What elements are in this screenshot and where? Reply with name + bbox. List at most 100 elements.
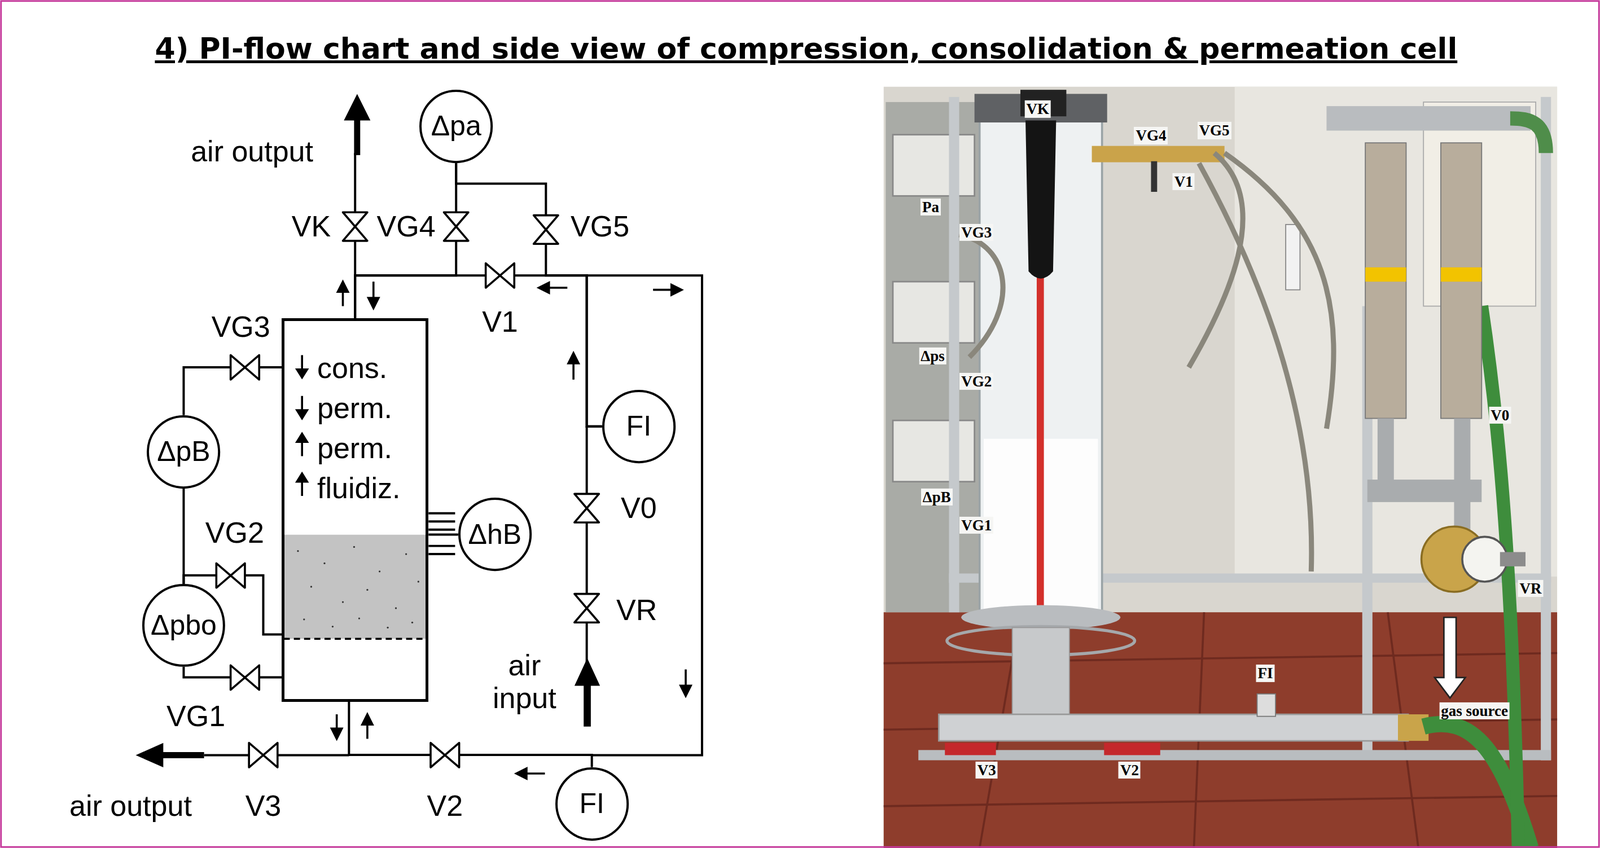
flow-label: air input	[484, 649, 564, 715]
circle-outline	[420, 90, 492, 162]
valve-symbol	[430, 743, 445, 768]
circle-outline	[147, 416, 219, 488]
pipe-connector	[182, 488, 185, 585]
photo-illustration	[883, 612, 1558, 848]
photo-illustration	[1092, 146, 1225, 163]
valve-symbol	[574, 608, 599, 623]
valve-symbol	[230, 563, 245, 588]
flow-direction-arrow	[296, 434, 308, 442]
instrument-circle: ΔhB	[458, 497, 532, 572]
photo-illustration	[1326, 106, 1531, 131]
pipe-lines	[428, 520, 455, 523]
flow-direction-arrow	[296, 473, 308, 482]
flow-direction-arrow	[296, 369, 308, 378]
pipe-lines	[428, 553, 455, 556]
instrument-tag: FI	[626, 410, 652, 444]
instrument-circle: Δpa	[419, 89, 493, 164]
instrument-tag: ΔhB	[468, 518, 523, 552]
photo-illustration	[948, 97, 959, 613]
valve-symbol	[500, 263, 515, 288]
pipe-connector	[428, 533, 458, 536]
pipe-lines	[204, 152, 703, 756]
photo-callout: VG2	[959, 373, 994, 390]
valve-symbol	[574, 508, 599, 523]
valve-symbol	[230, 354, 245, 380]
cell-bed	[283, 637, 427, 640]
instrument-circle: FI	[602, 389, 676, 464]
cell-bed	[296, 546, 420, 629]
photo-illustration	[1365, 142, 1406, 419]
valve-symbol	[485, 263, 501, 288]
pipe-lines	[585, 426, 589, 664]
cell-box: cons.perm.perm.fluidiz.	[281, 318, 429, 703]
photo-callout: Pa	[920, 198, 941, 216]
valve-symbol	[216, 563, 231, 588]
circle-outline	[603, 391, 675, 463]
photo-callout: VG3	[959, 224, 994, 241]
photo-illustration	[883, 612, 1558, 848]
cell-bed	[411, 621, 414, 624]
cell-bed	[417, 580, 420, 583]
valve-symbol	[248, 743, 263, 768]
valve-symbol	[244, 354, 260, 380]
photo-callout: Δps	[918, 347, 946, 365]
photo-callout: VK	[1024, 100, 1052, 118]
flow-arrow	[343, 93, 371, 121]
cell-bed	[331, 625, 334, 628]
flow-direction-arrow	[568, 353, 579, 364]
photo-callout: VG1	[959, 516, 994, 534]
pipe-lines	[428, 528, 455, 532]
cell-bed	[358, 617, 361, 620]
photo-illustration	[1510, 118, 1546, 153]
valve-symbol	[343, 212, 368, 227]
cell-bed	[296, 550, 299, 552]
photo-callout: V3	[975, 761, 998, 779]
valve-label: V2	[425, 789, 464, 823]
photo-illustration	[885, 102, 983, 613]
photo-illustration	[1440, 142, 1482, 419]
mode-label: perm.	[317, 428, 393, 469]
flow-arrow	[135, 93, 600, 768]
photo-callout: VR	[1518, 580, 1544, 598]
photo-illustration	[1500, 551, 1526, 567]
flow-direction-arrow	[516, 768, 527, 779]
cell-bed	[386, 627, 389, 629]
valve-symbol	[262, 743, 278, 768]
cell-bed	[310, 585, 313, 588]
valve-symbol	[443, 226, 468, 241]
photo-illustration	[892, 420, 975, 482]
circle-outline	[556, 768, 628, 840]
photo-illustration	[1150, 161, 1157, 192]
cell-bed	[366, 589, 368, 591]
photo-illustration	[883, 86, 1558, 848]
photo-illustration	[1365, 267, 1406, 282]
cell-bed	[303, 618, 305, 621]
flow-direction-arrow	[296, 281, 691, 779]
flow-arrow	[574, 658, 600, 687]
valve-label: VK	[290, 209, 332, 243]
valve-label: V3	[244, 789, 283, 823]
circle-outline	[143, 585, 225, 666]
photo-illustration	[1012, 627, 1070, 718]
flow-direction-arrow	[680, 685, 691, 696]
valve-label: VG4	[375, 209, 437, 243]
instrument-tag: Δpbo	[150, 609, 217, 643]
photo-illustration	[1434, 617, 1466, 699]
valve-label: VR	[615, 593, 659, 627]
pipe-connector	[354, 163, 457, 319]
instrument-tag: FI	[579, 787, 604, 821]
valve-label: air output	[189, 134, 315, 168]
flow-arrow	[158, 752, 204, 759]
valve-symbol	[343, 226, 368, 241]
valve-symbol	[443, 212, 468, 227]
photo-illustration	[938, 714, 1409, 742]
valve-symbol	[230, 665, 245, 690]
valve-label: VG2	[204, 516, 266, 550]
photo-illustration	[1285, 224, 1300, 291]
instrument-circle: FI	[555, 767, 629, 841]
valve-symbol	[574, 594, 599, 609]
